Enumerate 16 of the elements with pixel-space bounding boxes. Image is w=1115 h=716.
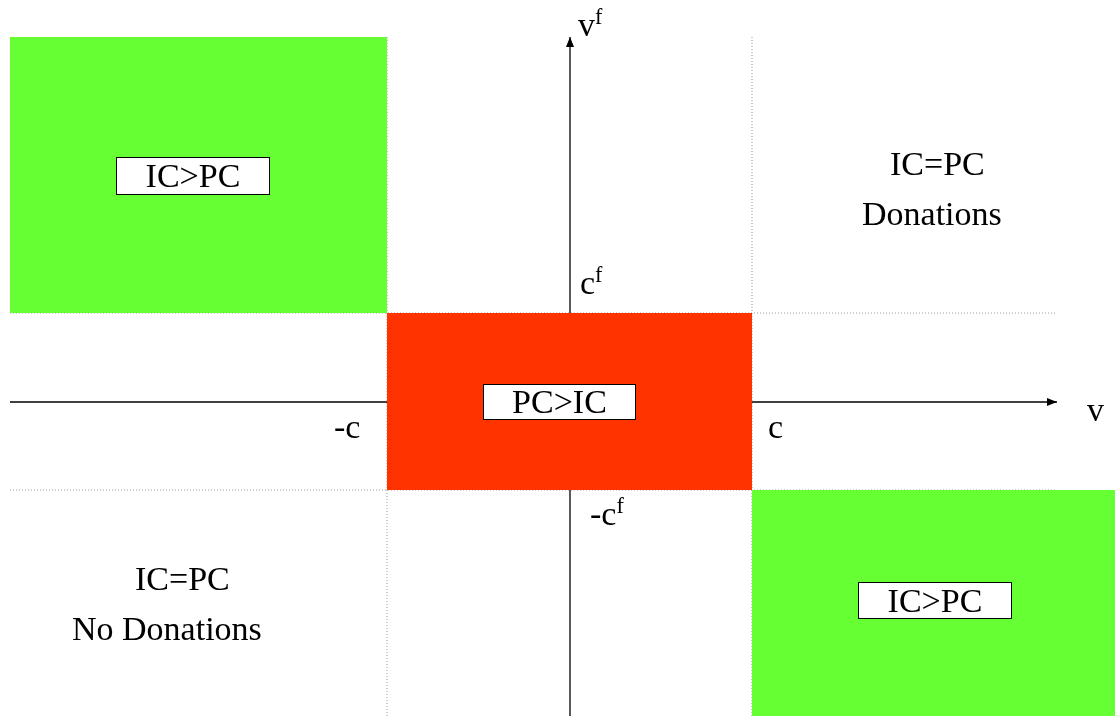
region-text: Donations — [862, 197, 1002, 231]
region-label: IC>PC — [116, 157, 270, 195]
region-label: IC>PC — [858, 582, 1012, 619]
shaded-region — [10, 37, 387, 313]
region-text: IC=PC — [135, 562, 230, 596]
tick-label: -c — [334, 410, 361, 444]
axis-label: v — [1087, 393, 1104, 427]
tick-label: c — [768, 410, 784, 444]
tick-label: c$^{f}$ — [580, 266, 603, 300]
region-label: PC>IC — [483, 384, 636, 420]
axis-label: v$^{f}$ — [578, 8, 603, 42]
shaded-region — [752, 490, 1115, 716]
tick-label: -c$^{f}$ — [590, 497, 624, 531]
shaded-region — [387, 313, 752, 490]
region-text: IC=PC — [890, 147, 985, 181]
region-text: No Donations — [72, 612, 262, 646]
